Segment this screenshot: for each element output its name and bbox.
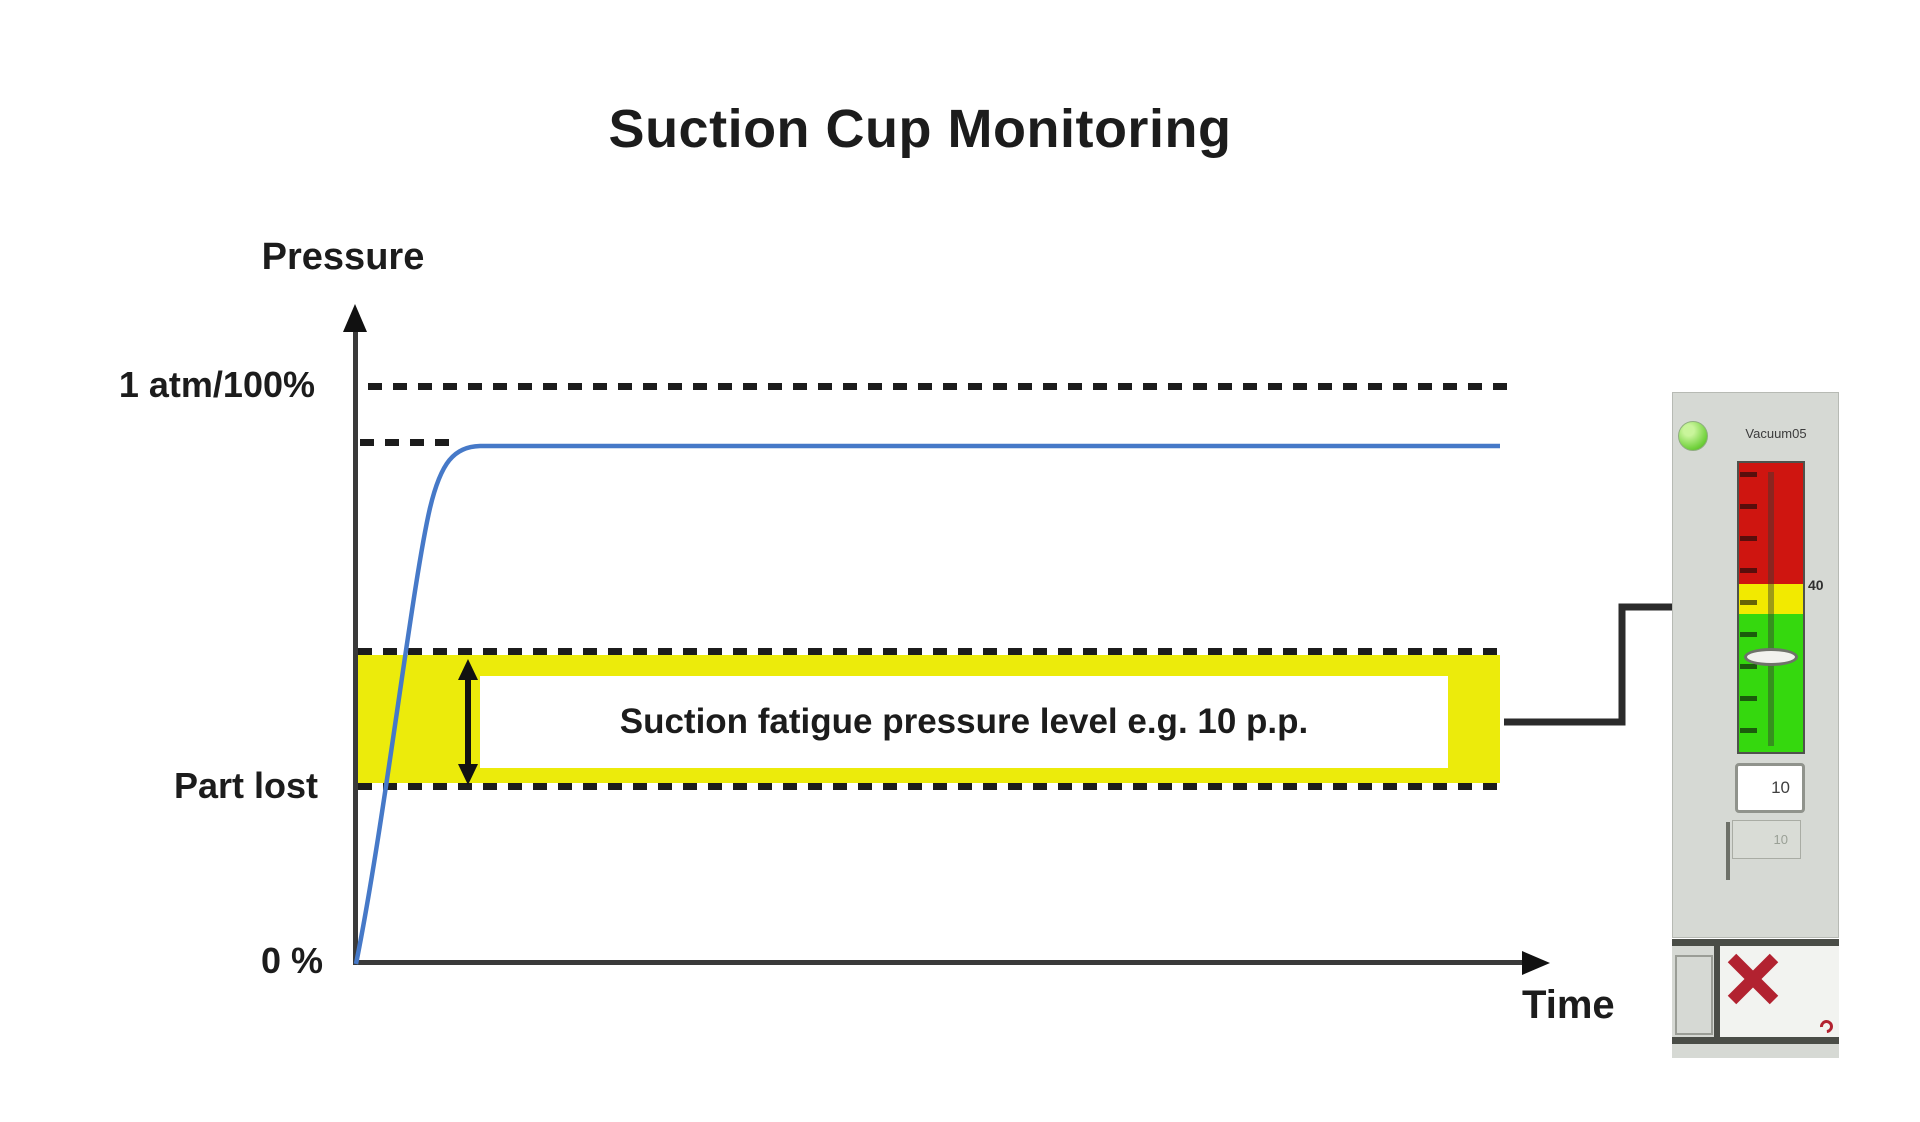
x-axis-label: Time xyxy=(1522,983,1615,1027)
gauge-signal-label: Vacuum05 xyxy=(1745,426,1807,441)
dashed-line-plateau xyxy=(360,439,460,446)
y-axis-arrowhead-icon xyxy=(343,304,367,332)
dashed-line-part-lost xyxy=(358,783,1506,790)
x-axis-arrowhead-icon xyxy=(1522,951,1550,975)
y-tick-1atm: 1 atm/100% xyxy=(118,364,315,405)
gauge-slider-track xyxy=(1768,472,1774,746)
toolbar-top-border xyxy=(1672,939,1839,946)
y-tick-zero: 0 % xyxy=(260,940,323,981)
y-tick-part-lost: Part lost xyxy=(173,765,318,806)
status-led-icon xyxy=(1678,421,1708,451)
band-annotation-box: Suction fatigue pressure level e.g. 10 p… xyxy=(480,676,1448,768)
close-button[interactable] xyxy=(1724,950,1782,1008)
dashed-line-band-top xyxy=(358,648,1506,655)
close-icon xyxy=(1727,953,1779,1005)
toolbar-below-strip xyxy=(1672,1044,1839,1058)
band-annotation-text: Suction fatigue pressure level e.g. 10 p… xyxy=(619,702,1309,741)
toolbar-divider xyxy=(1714,946,1720,1042)
gauge-secondary-shadow xyxy=(1726,822,1730,880)
toolbar-left-inner-box xyxy=(1675,955,1713,1035)
x-axis xyxy=(353,960,1525,965)
gauge-value-input[interactable]: 10 xyxy=(1735,763,1805,813)
gauge-tick-marks xyxy=(1740,472,1757,744)
gauge-secondary-field[interactable]: 10 xyxy=(1732,820,1801,859)
toolbar-left-cell xyxy=(1672,946,1716,1038)
gauge-slider-handle[interactable] xyxy=(1744,648,1798,666)
y-axis-label: Pressure xyxy=(261,236,425,278)
gauge-threshold-value: 40 xyxy=(1808,577,1824,593)
page-title: Suction Cup Monitoring xyxy=(608,99,1232,159)
toolbar-bottom-border xyxy=(1672,1037,1839,1044)
y-axis xyxy=(353,326,358,965)
dashed-line-1atm xyxy=(368,383,1508,390)
